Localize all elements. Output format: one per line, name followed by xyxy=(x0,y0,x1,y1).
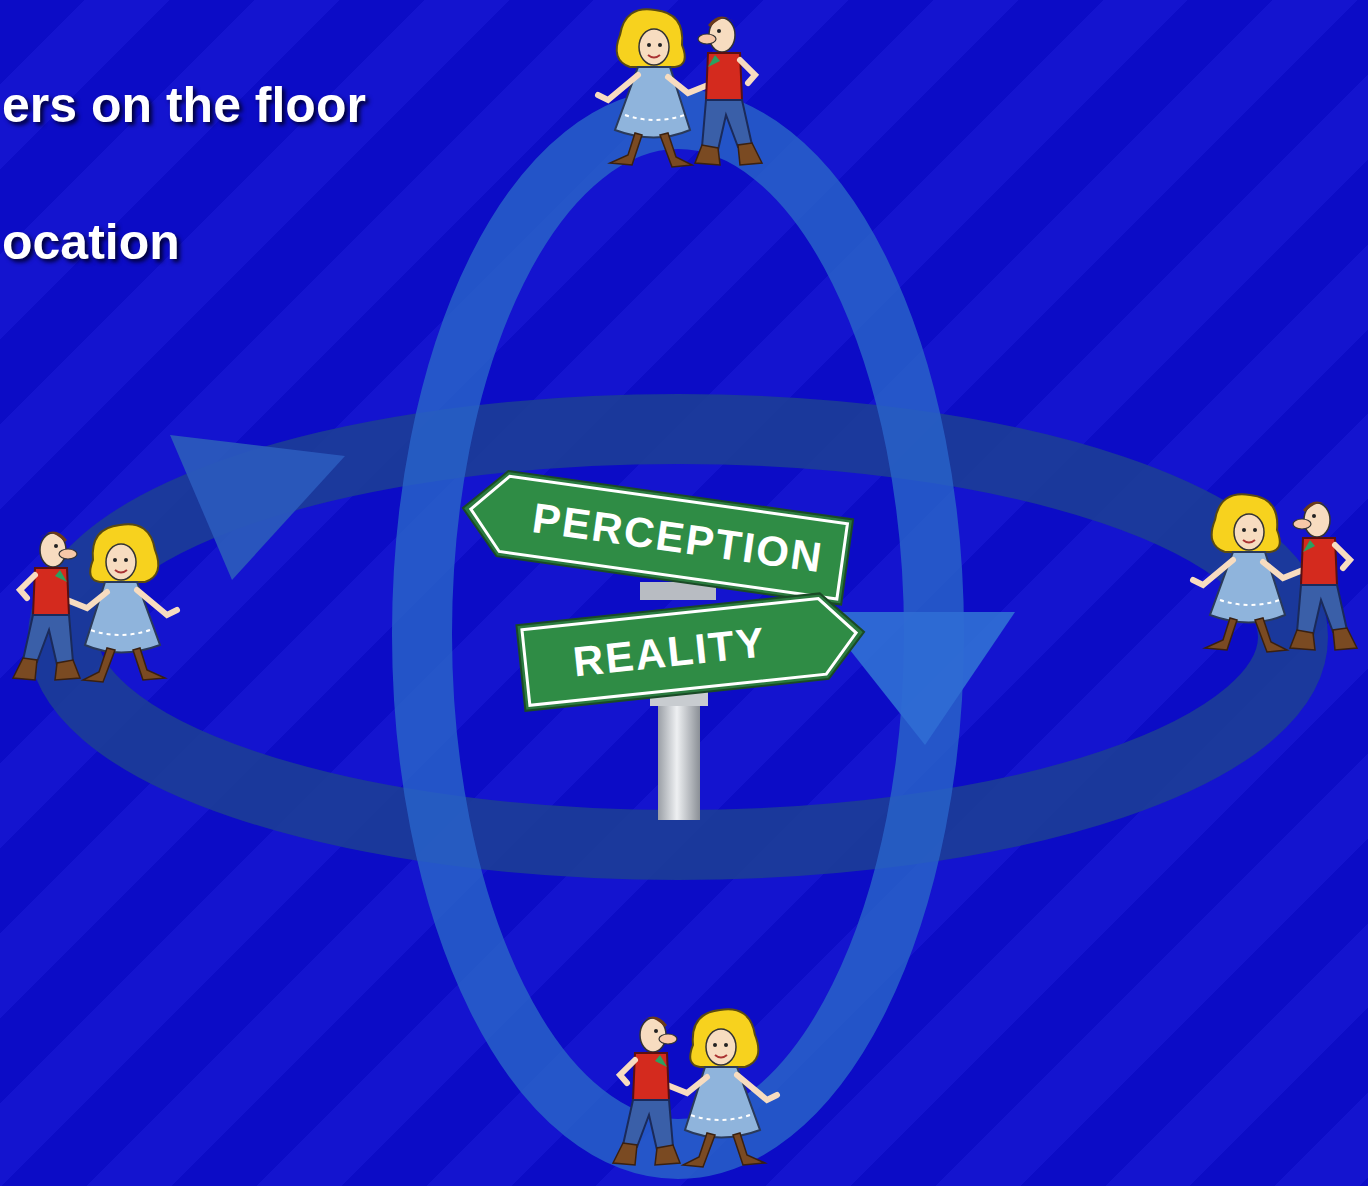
sign-text: REALITY xyxy=(571,621,768,683)
slide-text: ers on the floor xyxy=(2,78,366,133)
sign-outline xyxy=(457,465,853,604)
sign-outline xyxy=(516,589,868,711)
slide-text: ocation xyxy=(2,215,180,270)
sign-border xyxy=(521,595,859,705)
sign-border xyxy=(466,471,848,598)
sign-text: PERCEPTION xyxy=(530,497,826,579)
